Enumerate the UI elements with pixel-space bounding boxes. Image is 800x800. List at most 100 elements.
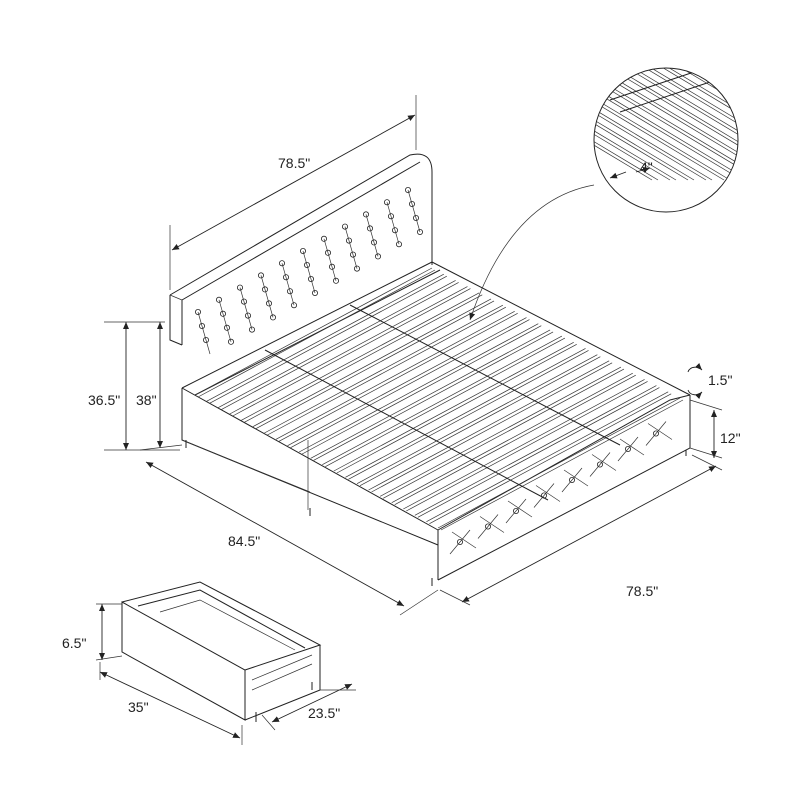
zoom-slat [594, 68, 653, 181]
zoom-slat [649, 68, 738, 181]
slat-edge [244, 294, 483, 423]
slat [206, 273, 444, 402]
footboard-tufting [449, 421, 673, 555]
slat-edge [417, 387, 660, 518]
slat-detail-callout: 4" [469, 67, 739, 321]
tuft-seam [451, 531, 477, 549]
headboard-width-label: 78.5" [278, 155, 310, 171]
tuft-seam [218, 299, 232, 342]
zoom-slat-edge [691, 68, 738, 181]
dimension-lines: 78.5" 36.5" 38" 1.5" 12" 84.5" 78.5" [88, 95, 741, 616]
slat [229, 286, 468, 415]
slat [437, 397, 681, 529]
tuft-seam [365, 214, 379, 257]
zoom-slat-edge [594, 68, 738, 181]
tuft-seam [507, 500, 533, 518]
zoom-slat [594, 68, 707, 181]
slat [391, 372, 633, 503]
slat-edge [348, 350, 589, 480]
total-height-label: 36.5" [88, 392, 120, 408]
tuft-seam [260, 275, 274, 318]
headboard [169, 153, 433, 355]
slat [241, 292, 480, 421]
slat [345, 348, 586, 478]
rail-height-label: 12" [720, 430, 741, 446]
slat [252, 298, 492, 427]
zoom-rail [609, 69, 701, 101]
zoom-slat-edge [594, 68, 731, 181]
zoom-slat [667, 68, 738, 181]
zoom-slat-edge [655, 68, 738, 181]
zoom-slat-edge [594, 68, 738, 181]
slat [217, 280, 456, 408]
tuft-seam [645, 421, 667, 446]
tuft-seam [407, 189, 421, 233]
slat-edge [220, 282, 459, 410]
slat-edge [232, 288, 471, 417]
tuft-seam [535, 485, 561, 502]
zoom-slat [594, 68, 738, 181]
slat [298, 323, 539, 453]
slat [379, 366, 622, 497]
slat-edge [440, 399, 684, 531]
zoom-slat-edge [709, 68, 738, 181]
drawer-height-label: 6.5" [62, 635, 86, 651]
zoom-slat [721, 68, 738, 181]
tuft-button [383, 199, 390, 206]
tuft-seam [344, 226, 358, 269]
slat [275, 311, 515, 440]
slat-edge [359, 356, 601, 486]
zoom-slat-edge [727, 68, 738, 181]
slat-gap-label: 4" [640, 159, 653, 175]
slat-edge [313, 331, 554, 461]
slat [368, 360, 610, 491]
tuft-seam [591, 454, 617, 471]
zoom-slat [594, 68, 689, 181]
tuft-seam [647, 423, 673, 440]
slat-edge [336, 343, 577, 474]
tuft-seam [302, 250, 316, 294]
tuft-seam [197, 311, 211, 355]
zoom-slat-edge [594, 68, 738, 181]
zoom-slat [613, 68, 738, 181]
zoom-slat-edge [594, 68, 659, 181]
zoom-slat-edge [619, 68, 738, 181]
slat-edge [267, 306, 507, 436]
back-height-label: 38" [136, 392, 157, 408]
slat [264, 304, 504, 434]
slat-edge [325, 337, 566, 467]
slat-edge [278, 313, 518, 442]
zoom-slat [595, 68, 738, 181]
zoom-slat [631, 68, 738, 181]
zoom-slat-edge [601, 68, 738, 181]
tuft-seam [479, 516, 505, 533]
storage-drawer: 6.5" 35" 23.5" [62, 581, 356, 745]
slat-edge [209, 275, 447, 404]
zoom-slat-edge [594, 68, 713, 181]
zoom-rail [619, 81, 711, 113]
zoom-slat-edge [594, 68, 677, 181]
slat-edge [301, 325, 542, 455]
tuft-seam [563, 469, 589, 487]
tuft-seam [239, 287, 253, 330]
zoom-slat-edge [594, 68, 695, 181]
drawer-depth-label: 23.5" [308, 705, 340, 721]
slat-edge [429, 393, 672, 524]
slat [356, 354, 598, 484]
slat [333, 341, 574, 472]
zoom-slat-edge [673, 68, 738, 181]
slat-edge [406, 381, 648, 512]
tuft-seam [281, 263, 295, 306]
slat-edge [382, 368, 625, 499]
slat-edge [255, 300, 495, 429]
bed-width-label: 78.5" [626, 583, 658, 599]
zoom-slat [594, 68, 738, 181]
tuft-seam [617, 436, 639, 462]
slat-thickness-label: 1.5" [708, 372, 732, 388]
slat [287, 317, 527, 446]
bed-length-label: 84.5" [228, 533, 260, 549]
tuft-seam [619, 438, 645, 456]
slat [426, 391, 669, 522]
zoom-slat [594, 68, 725, 181]
